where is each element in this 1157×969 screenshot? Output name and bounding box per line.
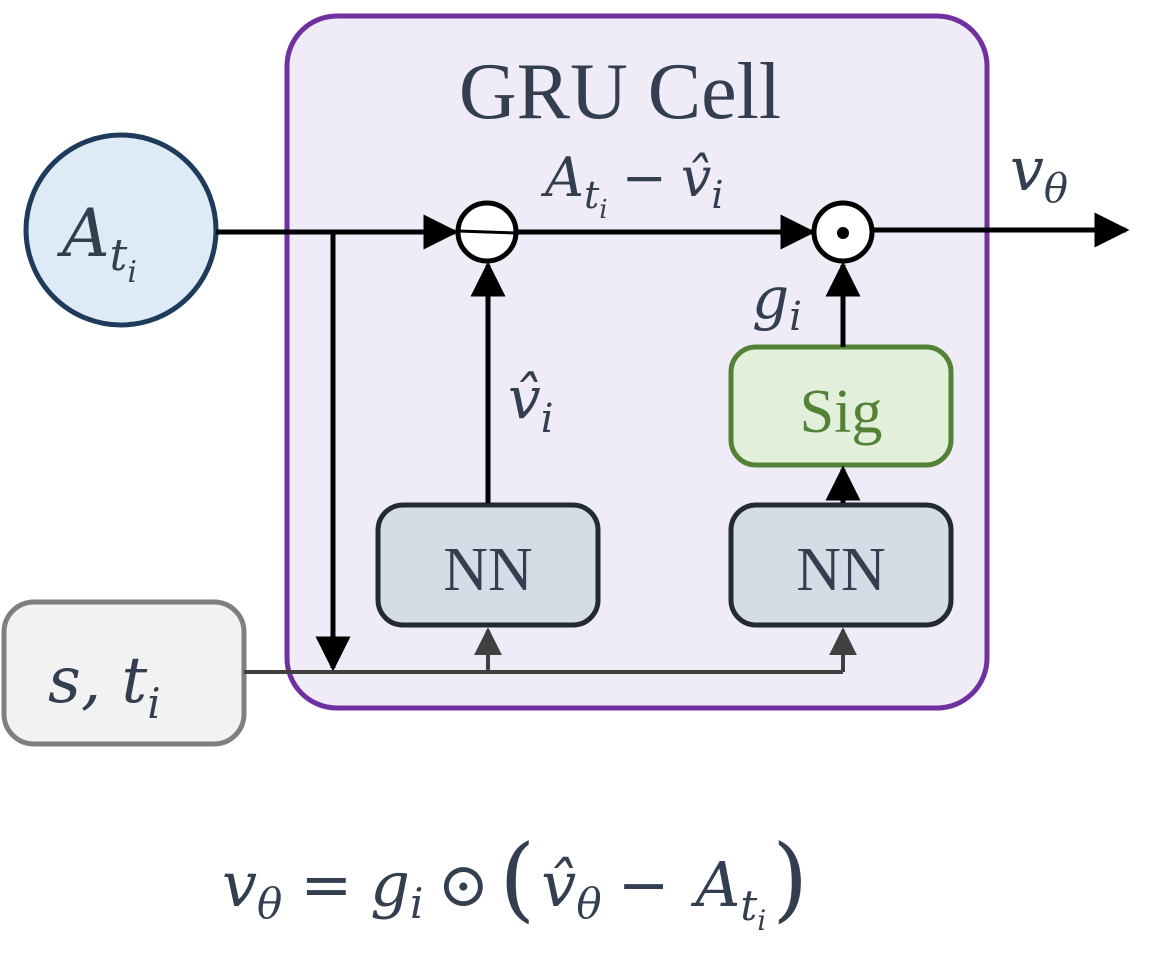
label-output: vθ — [1010, 135, 1068, 212]
sigmoid-label: Sig — [800, 378, 883, 446]
input-a-label: Ati — [56, 195, 137, 290]
subtract-operator-bar — [457, 229, 517, 235]
label-gate: gi — [752, 264, 802, 340]
label-v-hat: v̂i — [508, 364, 554, 442]
hadamard-operator-dot — [837, 227, 849, 239]
label-difference: Ati−v̂i — [540, 146, 724, 225]
nn-right-label: NN — [796, 536, 886, 604]
nn-left-box — [375, 502, 601, 628]
nn-right-box — [728, 502, 954, 628]
gru-cell-title: GRU Cell — [459, 48, 781, 136]
nn-left-label: NN — [443, 536, 533, 604]
input-s-label: s, ti — [48, 644, 161, 728]
equation: vθ=gi⊙(v̂θ−Ati) — [222, 825, 808, 937]
